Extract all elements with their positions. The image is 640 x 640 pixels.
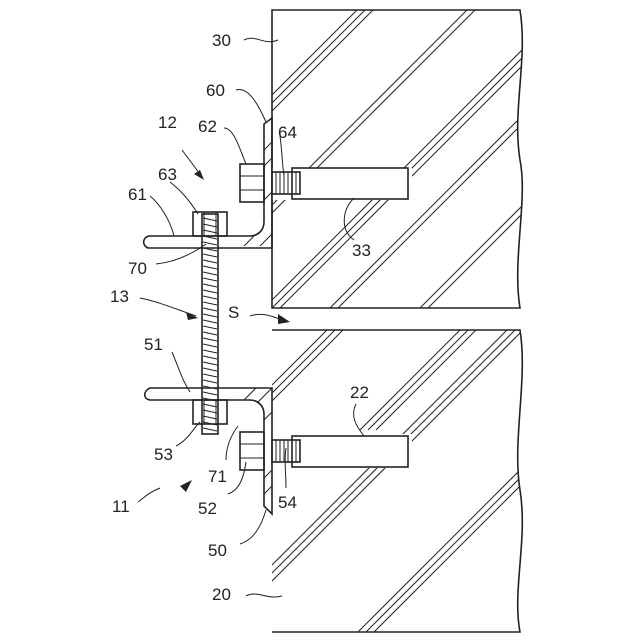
lower-panel-hatching	[272, 277, 560, 640]
label-11: 11	[112, 497, 130, 516]
label-60: 60	[206, 81, 225, 100]
label-71: 71	[208, 467, 227, 486]
label-33: 33	[352, 241, 371, 260]
label-13: 13	[110, 287, 129, 306]
reference-labels: 30 60 62 64 12 63 61 33 70 13 S 51 22 53…	[110, 31, 371, 604]
label-61: 61	[128, 185, 147, 204]
label-51: 51	[144, 335, 163, 354]
upper-panel-hatching	[272, 0, 568, 308]
label-50: 50	[208, 541, 227, 560]
label-12: 12	[158, 113, 177, 132]
label-S: S	[228, 303, 239, 322]
arrow-12	[182, 150, 204, 180]
label-62: 62	[198, 117, 217, 136]
label-20: 20	[212, 585, 231, 604]
arrow-S	[250, 314, 290, 324]
upper-nut-63	[193, 212, 227, 236]
upper-nut-62	[240, 164, 264, 202]
label-64: 64	[278, 123, 297, 142]
lower-panel-20	[272, 277, 560, 640]
arrow-13	[186, 312, 198, 320]
lower-nut-52	[240, 432, 264, 470]
label-22: 22	[350, 383, 369, 402]
label-54: 54	[278, 493, 297, 512]
label-53: 53	[154, 445, 173, 464]
label-52: 52	[198, 499, 217, 518]
label-70: 70	[128, 259, 147, 278]
label-30: 30	[212, 31, 231, 50]
label-63: 63	[158, 165, 177, 184]
arrow-11	[180, 480, 192, 492]
upper-panel-30	[272, 0, 568, 308]
